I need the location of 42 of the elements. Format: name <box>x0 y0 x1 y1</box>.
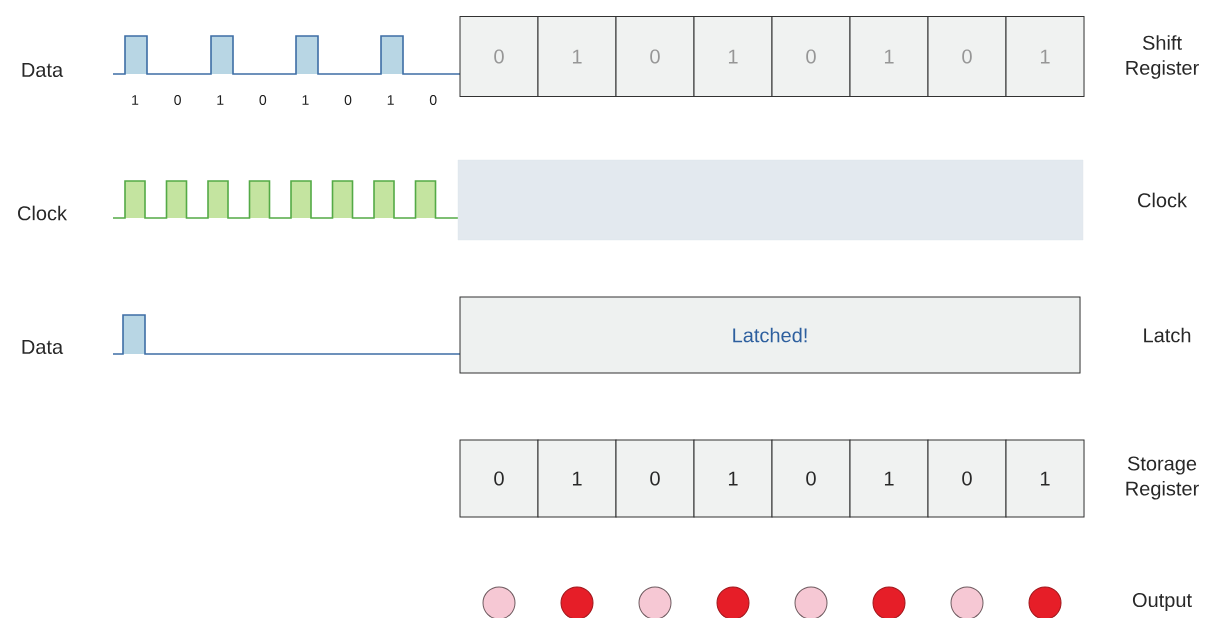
output-led <box>482 586 516 618</box>
row-label: Output <box>1132 592 1192 612</box>
register-cell: 1 <box>693 439 773 518</box>
register-cell: 0 <box>771 439 851 518</box>
register-cell: 0 <box>927 16 1007 97</box>
register-cell: 1 <box>1005 16 1085 97</box>
register-cell: 0 <box>927 439 1007 518</box>
bit-label: 1 <box>387 95 394 105</box>
bit-label: 0 <box>344 95 352 105</box>
bit-label: 0 <box>429 95 437 105</box>
output-led <box>716 586 750 618</box>
row-label: Data <box>22 63 64 77</box>
row-label: Shift Register <box>1126 35 1199 79</box>
register-cell: 1 <box>849 439 929 518</box>
bit-label: 0 <box>174 95 181 105</box>
output-led <box>872 586 906 618</box>
register-cell: 0 <box>615 439 695 518</box>
bit-label: 1 <box>132 95 139 105</box>
output-led <box>638 586 672 618</box>
register-cell: 1 <box>849 16 929 97</box>
row-label: Data <box>22 340 64 354</box>
output-led <box>1028 586 1062 618</box>
register-cell: 1 <box>693 16 773 97</box>
clock-band <box>457 159 1084 241</box>
output-led <box>560 586 594 618</box>
bit-label: 1 <box>302 95 309 105</box>
output-led <box>950 586 984 618</box>
register-cell: 0 <box>459 16 539 97</box>
register-cell: 0 <box>459 439 539 518</box>
latch-box: Latched! <box>459 296 1081 374</box>
bit-label: 1 <box>217 95 224 105</box>
row-label: Storage Register <box>1126 456 1199 500</box>
register-cell: 1 <box>537 439 617 518</box>
register-cell: 1 <box>1005 439 1085 518</box>
register-cell: 0 <box>615 16 695 97</box>
row-label: Clock <box>1138 192 1188 208</box>
register-cell: 1 <box>537 16 617 97</box>
row-label: Latch <box>1144 327 1191 343</box>
row-label: Clock <box>18 205 67 221</box>
bit-label: 0 <box>259 95 267 105</box>
register-cell: 0 <box>771 16 851 97</box>
output-led <box>794 586 828 618</box>
